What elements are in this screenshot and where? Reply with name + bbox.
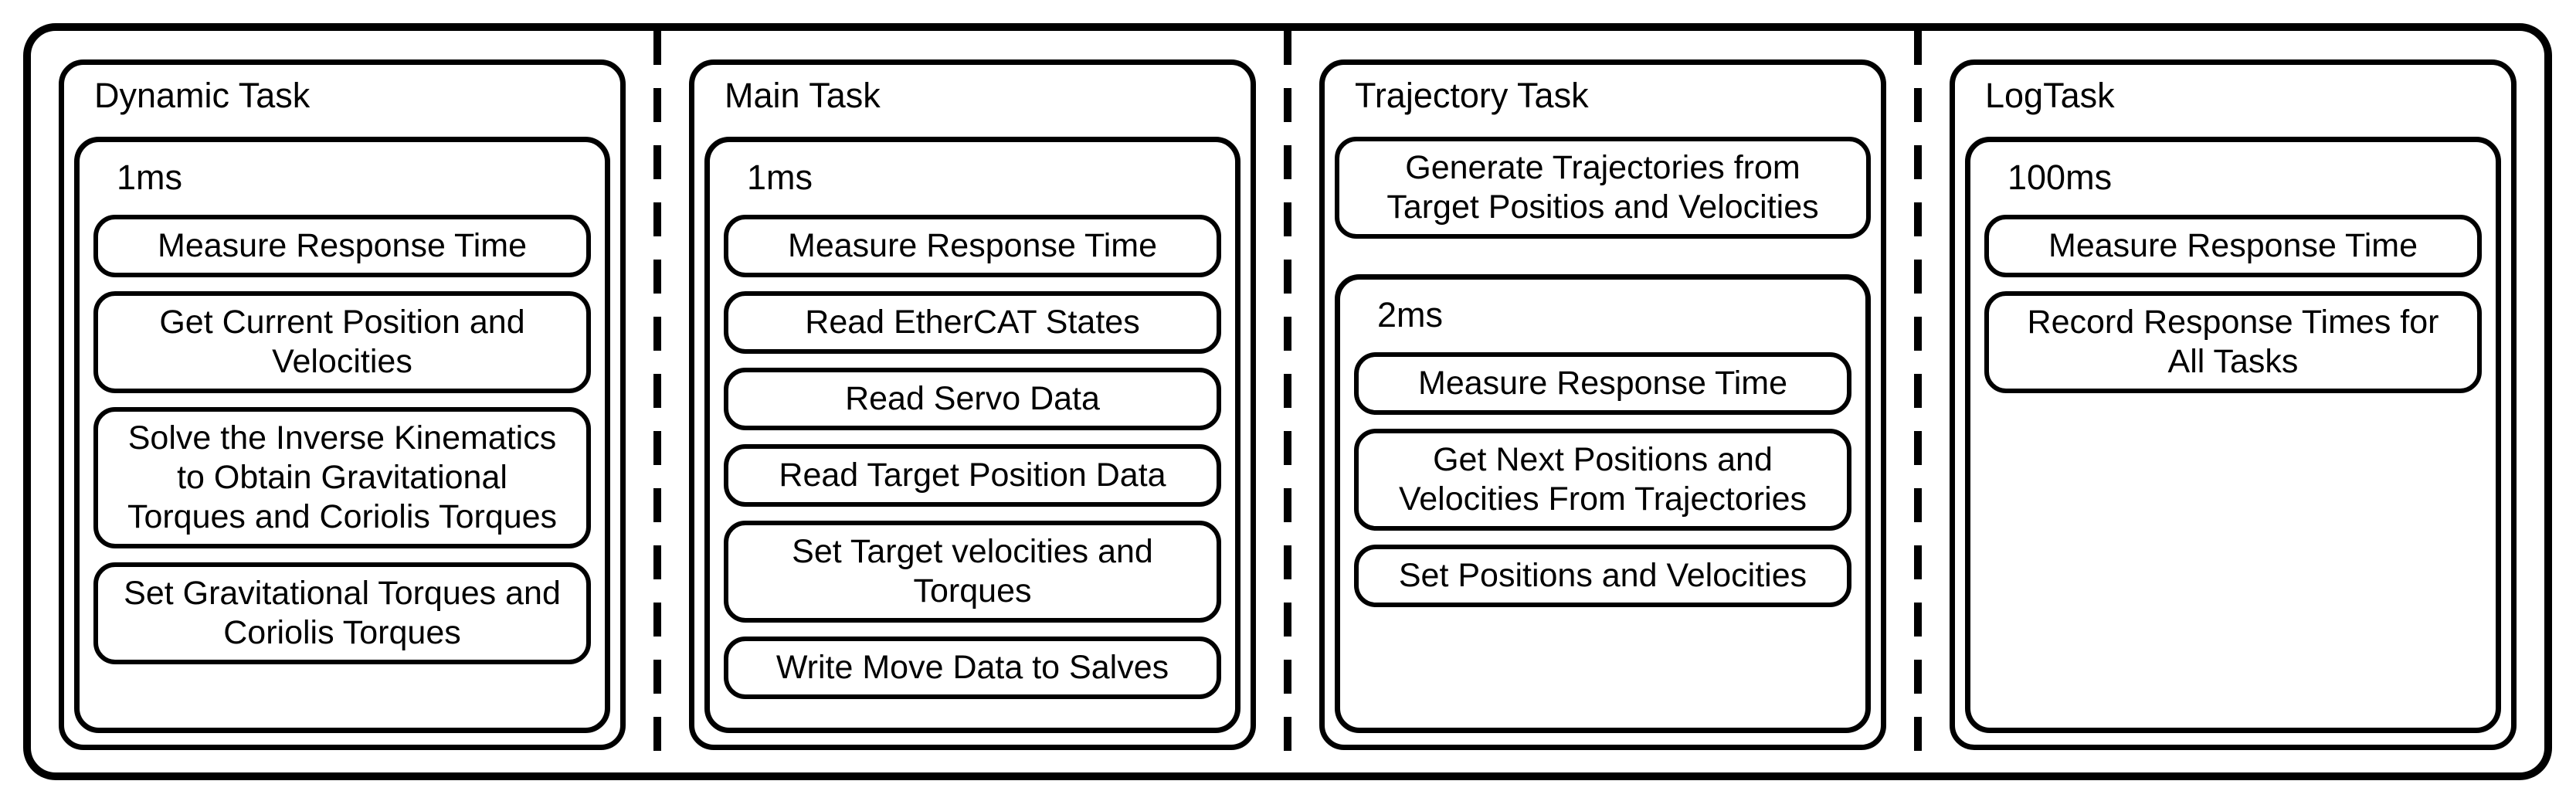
task-step: Get Current Position and Velocities [93,291,591,393]
task-step: Record Response Times for All Tasks [1984,291,2482,393]
period-label: 1ms [747,158,813,197]
task-step: Measure Response Time [1984,215,2482,277]
task-step: Set Gravitational Torques and Coriolis T… [93,562,591,664]
task-step: Solve the Inverse Kinematics to Obtain G… [93,407,591,548]
task-step: Read Servo Data [724,368,1221,430]
task-title: Dynamic Task [94,76,311,115]
task-architecture-diagram: Dynamic Task 1ms Measure Response Time G… [23,23,2552,780]
task-step: Get Next Positions and Velocities From T… [1354,429,1851,531]
task-title: Main Task [725,76,881,115]
dashed-divider [653,31,661,772]
trajectory-task-box: Trajectory Task Generate Trajectories fr… [1319,59,1886,750]
task-step: Read EtherCAT States [724,291,1221,354]
dashed-divider [1914,31,1922,772]
dynamic-task-box: Dynamic Task 1ms Measure Response Time G… [59,59,626,750]
task-title: LogTask [1985,76,2115,115]
period-label: 1ms [117,158,183,197]
column-main-task: Main Task 1ms Measure Response Time Read… [661,31,1284,772]
task-title: Trajectory Task [1355,76,1589,115]
dashed-divider [1284,31,1291,772]
task-step: Measure Response Time [93,215,591,277]
task-step: Generate Trajectories from Target Positi… [1335,137,1871,239]
main-task-box: Main Task 1ms Measure Response Time Read… [689,59,1256,750]
period-label: 100ms [2008,158,2113,197]
column-dynamic-task: Dynamic Task 1ms Measure Response Time G… [31,31,653,772]
task-step: Write Move Data to Salves [724,637,1221,699]
task-step: Measure Response Time [1354,352,1851,415]
period-box-1ms: 1ms Measure Response Time Get Current Po… [74,137,610,733]
period-box-1ms: 1ms Measure Response Time Read EtherCAT … [704,137,1240,733]
period-box-100ms: 100ms Measure Response Time Record Respo… [1965,137,2501,733]
column-log-task: LogTask 100ms Measure Response Time Reco… [1922,31,2544,772]
task-step: Read Target Position Data [724,444,1221,507]
task-step: Measure Response Time [724,215,1221,277]
column-trajectory-task: Trajectory Task Generate Trajectories fr… [1291,31,1914,772]
period-box-2ms: 2ms Measure Response Time Get Next Posit… [1335,274,1871,733]
period-label: 2ms [1377,295,1444,334]
log-task-box: LogTask 100ms Measure Response Time Reco… [1950,59,2517,750]
task-step: Set Target velocities and Torques [724,521,1221,623]
task-step: Set Positions and Velocities [1354,545,1851,607]
